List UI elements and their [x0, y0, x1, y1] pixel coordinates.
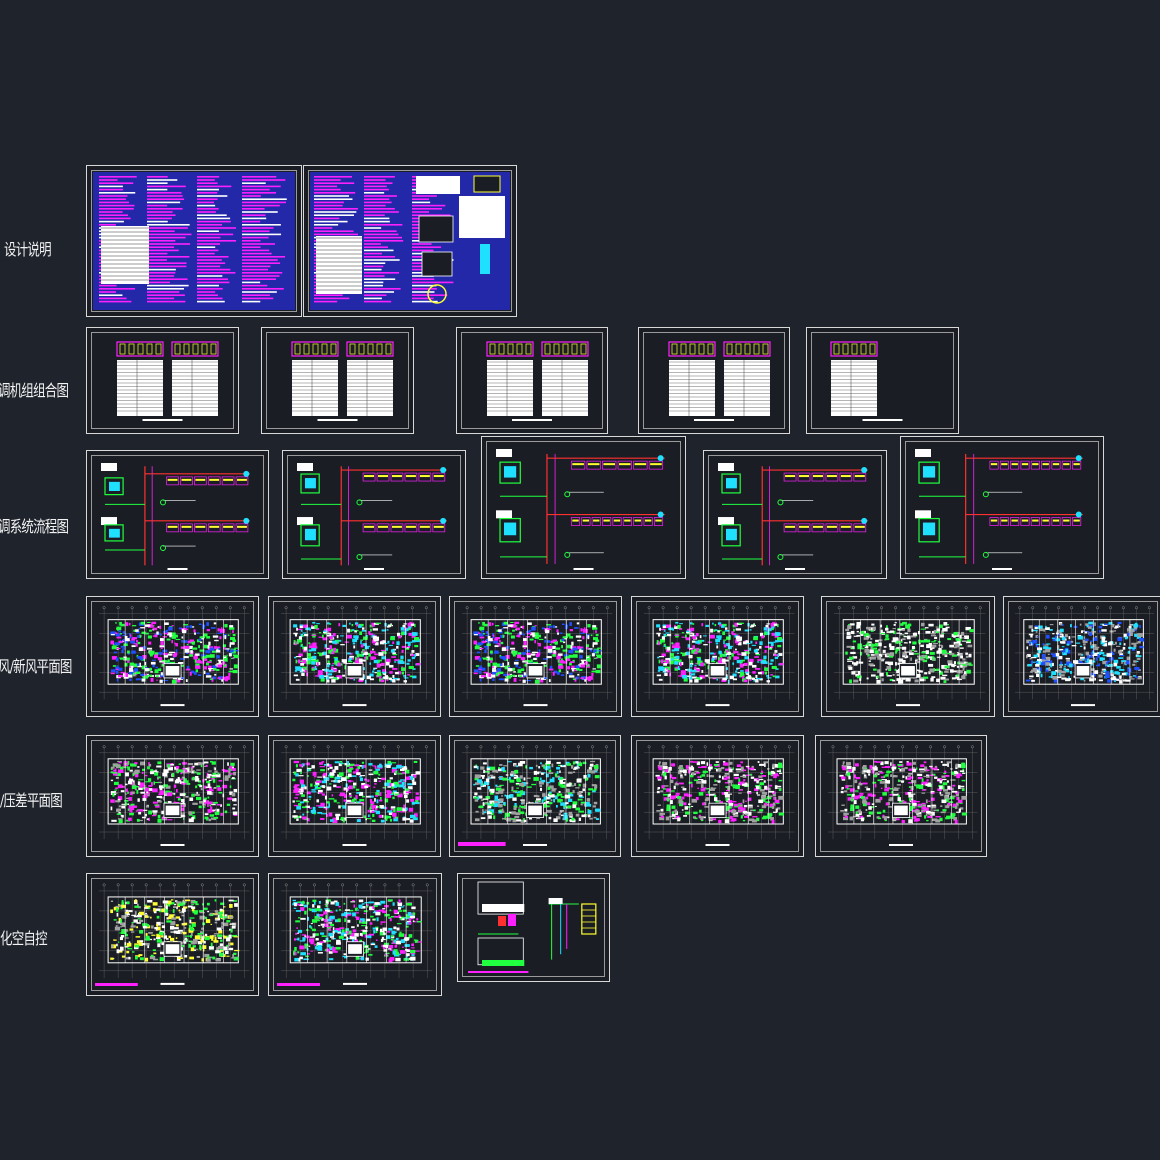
- sheet-ahu-3-drawing: [486, 341, 589, 421]
- sheet-flow-4-drawing: [718, 463, 868, 570]
- sheet-pressure-plan-2[interactable]: [268, 735, 441, 857]
- sheet-plan-2-drawing: [280, 606, 432, 707]
- sheet-pressure-plan-3-drawing: [458, 745, 612, 846]
- row-label-pressure-plan: /压差平面图: [0, 791, 63, 810]
- sheet-plan-1[interactable]: [86, 596, 259, 717]
- row-label-fresh-air-plan: 风/新风平面图: [0, 657, 72, 676]
- sheet-pressure-plan-4-drawing: [643, 745, 795, 846]
- row-label-ahu-assembly: 调机组组合图: [0, 381, 69, 400]
- sheet-plan-6[interactable]: [1003, 596, 1160, 717]
- sheet-ahu-3[interactable]: [456, 327, 608, 434]
- sheet-flow-2[interactable]: [282, 450, 466, 579]
- sheet-plan-4[interactable]: [631, 596, 804, 717]
- sheet-flow-1-drawing: [101, 463, 250, 570]
- row-label-system-flow: 调系统流程图: [0, 517, 69, 536]
- sheet-design-notes-2[interactable]: [303, 165, 517, 317]
- sheet-ahu-1-drawing: [116, 341, 219, 421]
- sheet-automation-3[interactable]: [457, 873, 610, 982]
- row-label-design-notes: 设计说明: [4, 240, 52, 259]
- sheet-pressure-plan-5-drawing: [827, 745, 978, 846]
- sheet-flow-3-drawing: [496, 449, 665, 570]
- sheet-ahu-2[interactable]: [261, 327, 414, 434]
- sheet-ahu-2-drawing: [291, 341, 394, 421]
- sheet-plan-5[interactable]: [821, 596, 995, 717]
- sheet-pressure-plan-2-drawing: [280, 745, 432, 846]
- sheet-plan-5-drawing: [834, 606, 986, 707]
- sheet-flow-1[interactable]: [86, 450, 269, 579]
- sheet-design-notes-2-drawing: [310, 172, 510, 310]
- sheet-automation-1[interactable]: [86, 873, 259, 996]
- sheet-automation-1-drawing: [95, 883, 250, 986]
- sheet-flow-5-drawing: [915, 449, 1083, 570]
- sheet-ahu-4-drawing: [668, 341, 771, 421]
- sheet-plan-3-drawing: [461, 606, 613, 707]
- sheet-automation-2[interactable]: [268, 873, 442, 996]
- sheet-flow-5[interactable]: [900, 436, 1104, 579]
- sheet-plan-4-drawing: [643, 606, 795, 707]
- sheet-automation-2-drawing: [277, 883, 433, 986]
- sheet-plan-1-drawing: [98, 606, 250, 707]
- sheet-plan-2[interactable]: [268, 596, 441, 717]
- sheet-pressure-plan-4[interactable]: [631, 735, 804, 857]
- sheet-flow-4[interactable]: [703, 450, 887, 579]
- sheet-flow-2-drawing: [297, 463, 447, 570]
- sheet-ahu-1[interactable]: [86, 327, 239, 434]
- row-label-automation: 化空自控: [0, 929, 48, 948]
- sheet-pressure-plan-3[interactable]: [449, 735, 621, 857]
- sheet-ahu-4[interactable]: [638, 327, 790, 434]
- sheet-design-notes-1[interactable]: [86, 165, 302, 317]
- sheet-plan-6-drawing: [1015, 606, 1155, 707]
- sheet-plan-3[interactable]: [449, 596, 622, 717]
- sheet-flow-3[interactable]: [481, 436, 686, 579]
- sheet-automation-3-drawing: [468, 881, 597, 973]
- sheet-design-notes-1-drawing: [93, 172, 295, 310]
- sheet-pressure-plan-1[interactable]: [86, 735, 259, 857]
- sheet-pressure-plan-5[interactable]: [815, 735, 987, 857]
- sheet-ahu-5[interactable]: [806, 327, 959, 434]
- sheet-pressure-plan-1-drawing: [98, 745, 250, 846]
- sheet-ahu-5-drawing: [830, 341, 903, 421]
